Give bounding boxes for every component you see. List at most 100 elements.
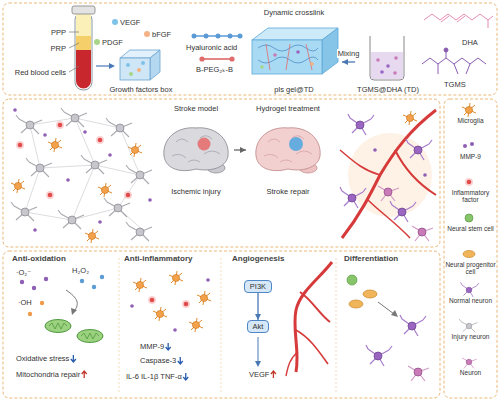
panel-frame xyxy=(3,3,497,95)
injured-network xyxy=(16,141,24,149)
hydrogel-slab xyxy=(296,50,300,54)
blood-vessel xyxy=(295,262,332,372)
repaired-brain xyxy=(264,136,312,162)
repaired-tissue xyxy=(390,201,416,222)
ros-particles xyxy=(20,280,24,284)
ischemic-brain xyxy=(198,138,211,151)
connector xyxy=(234,149,246,150)
legend-icon xyxy=(465,214,473,222)
differentiating-cells xyxy=(347,275,357,285)
pathway-arrow xyxy=(255,337,261,367)
repaired-tissue xyxy=(340,150,380,175)
change-arrow xyxy=(166,343,171,350)
section-heading: Angiogenesis xyxy=(232,254,284,264)
injured-network xyxy=(11,202,37,221)
differentiating-cells xyxy=(366,345,392,366)
injured-network xyxy=(13,108,17,112)
panel-frame xyxy=(3,251,440,398)
edge-label: Mixing xyxy=(337,49,361,58)
repaired-tissue xyxy=(340,110,436,241)
growth-factor-box: Growth factors box xyxy=(98,52,184,94)
microglia-cells xyxy=(130,271,211,332)
legend-text: Microglia xyxy=(457,117,483,124)
label: Red blood cells xyxy=(15,68,66,77)
node-text: TGMS@DHA (TD) xyxy=(357,85,419,94)
label: PDGF xyxy=(102,38,123,47)
beaker xyxy=(393,71,397,75)
leader-line xyxy=(69,32,79,33)
blood-tube xyxy=(72,6,95,14)
crosslinker-icon xyxy=(199,56,204,61)
growth-factor-cube xyxy=(150,50,160,80)
blood-tube xyxy=(72,6,95,90)
microglia-cells xyxy=(153,307,167,321)
process-box: PI3K xyxy=(244,280,272,293)
hydrogel-slab xyxy=(273,53,277,57)
panel-frame xyxy=(3,3,497,398)
label: Hyaluronic acid xyxy=(186,43,237,52)
legend-icon xyxy=(462,103,476,117)
beaker xyxy=(394,56,398,60)
differentiating-cells xyxy=(363,290,377,298)
microglia-cells xyxy=(169,271,183,285)
microglia-cells xyxy=(173,328,177,332)
growth-factor-cube xyxy=(126,63,130,67)
injured-network xyxy=(58,210,84,229)
legend-text: MMP-9 xyxy=(460,153,481,160)
node-text: Hydrogel treatment xyxy=(256,104,320,113)
connector xyxy=(257,293,258,320)
hydrogel-slab xyxy=(258,45,318,63)
section-divider xyxy=(119,258,120,392)
blood-vessel xyxy=(296,330,328,364)
ros-particles xyxy=(32,286,36,290)
repaired-tissue xyxy=(412,226,433,241)
tgms-molecule xyxy=(422,48,486,74)
injured-network xyxy=(104,198,130,217)
node-text: Stroke repair xyxy=(267,187,310,196)
growth-factor-cube xyxy=(141,61,145,65)
injured-network xyxy=(26,158,52,177)
injured-network xyxy=(126,222,152,241)
microglia-cells xyxy=(189,318,203,332)
injured-network xyxy=(81,155,107,174)
crosslinker-icon xyxy=(229,56,234,61)
section-divider xyxy=(119,258,336,392)
ischemic-brain xyxy=(172,136,220,162)
growth-factor-cube xyxy=(129,72,133,76)
repaired-tissue xyxy=(406,139,432,160)
hydrogel-slab xyxy=(266,44,312,70)
node-text: Stroke model xyxy=(174,104,218,113)
label: VEGF xyxy=(249,370,269,379)
beaker-box: TGMS@DHA (TD) xyxy=(355,30,421,94)
change-arrow xyxy=(178,357,183,364)
flow-arrow xyxy=(96,65,110,66)
leader-line xyxy=(69,43,79,48)
section-heading: Anti-inflammatory xyxy=(124,254,192,264)
change-arrow xyxy=(271,371,276,378)
legend-entry: Normal neuron xyxy=(445,297,496,304)
process-box: Akt xyxy=(247,320,270,333)
node-text: pls gel@TD xyxy=(274,85,313,94)
injured-network xyxy=(16,115,42,134)
legend-text: Neural stem cell xyxy=(447,225,494,232)
leader-line xyxy=(69,66,79,72)
repaired-tissue xyxy=(378,186,399,201)
change-arrow xyxy=(82,371,87,378)
node-text: Dynamic crosslink xyxy=(264,8,324,17)
node-text: PI3K xyxy=(250,282,266,291)
leader-line xyxy=(69,32,79,72)
crosslinker-icon xyxy=(199,56,234,61)
hydrogel-slab xyxy=(252,40,322,74)
injured-network xyxy=(126,165,152,184)
legend-text: Neural progenitor cell xyxy=(445,261,495,275)
microglia-cells xyxy=(133,278,147,292)
ros-particles xyxy=(44,277,48,281)
ros-particles xyxy=(92,285,96,289)
differentiating-cells xyxy=(391,310,398,317)
label: ·OH xyxy=(18,298,32,307)
ros-particles xyxy=(66,290,77,311)
repaired-tissue xyxy=(348,133,432,217)
repaired-tissue xyxy=(395,150,436,195)
